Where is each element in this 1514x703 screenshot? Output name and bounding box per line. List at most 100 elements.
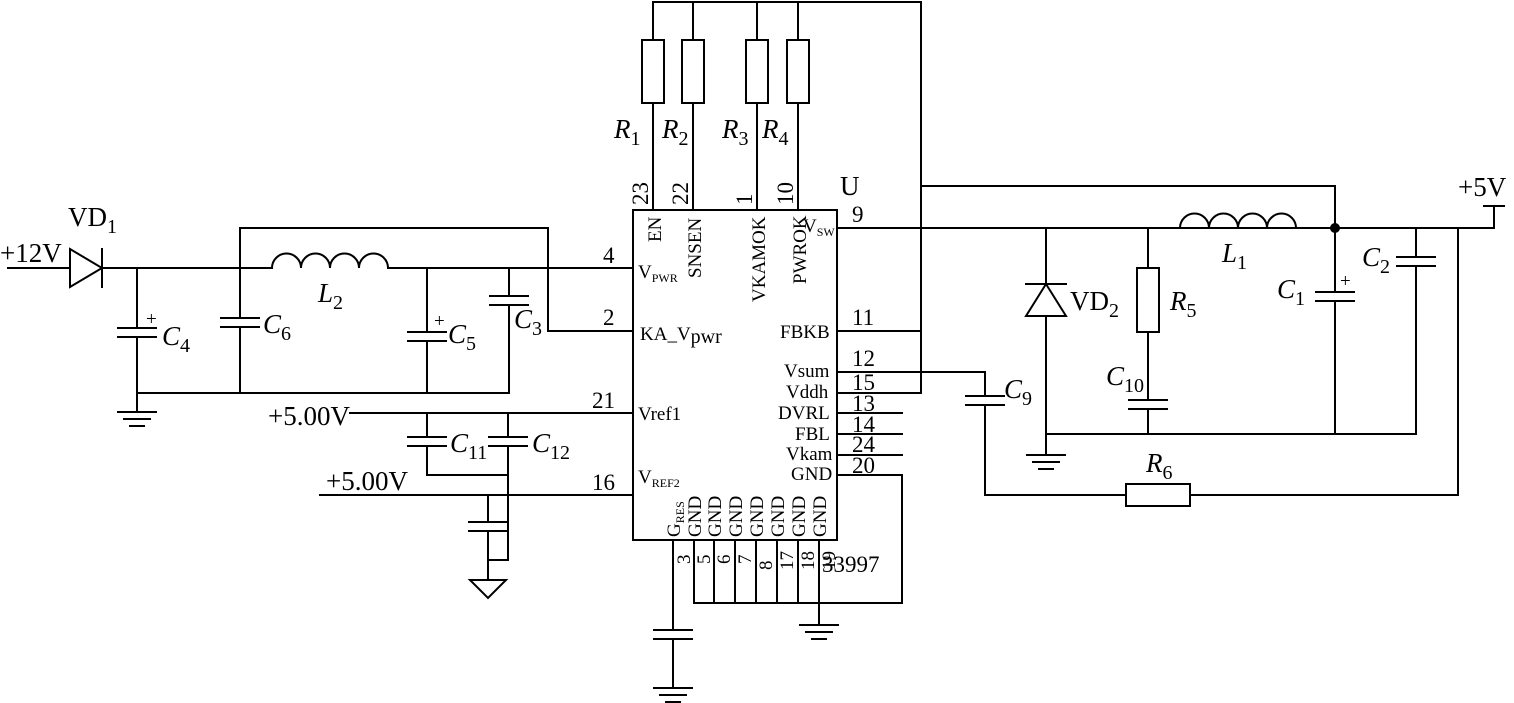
pin-name-kavpwr: KA_Vpwr: [640, 324, 722, 348]
pin-name-gnd7: GND: [726, 496, 747, 537]
resistor-r4: [786, 39, 810, 104]
chip-designator: U: [840, 171, 860, 201]
label-r1: R1: [613, 114, 641, 150]
pin-name-gnd18: GND: [789, 496, 810, 537]
label-r3: R3: [721, 114, 749, 150]
pin-num-gnd18: 18: [798, 551, 819, 570]
pin-name-vsum: Vsum: [784, 361, 830, 382]
pin-name-pwrok: PWROK: [790, 215, 811, 284]
label-r4: R4: [761, 114, 789, 150]
pin-name-fbkb: FBKB: [780, 322, 830, 343]
top-resistor-network: R1 R2 R3 R4: [613, 1, 922, 150]
polarity-c4: +: [146, 309, 157, 330]
pin-name-gnd20: GND: [791, 464, 832, 485]
chip-left-pins: 4 2 21 16 VPWR KA_Vpwr Vref1 VREF2: [319, 243, 722, 496]
feedback-rail: [920, 1, 1336, 394]
inductor-l1: [1178, 212, 1298, 230]
pin-name-gnd8: GND: [747, 496, 768, 537]
pin-name-vkamok: VKAMOK: [749, 216, 770, 302]
label-r6: R6: [1145, 448, 1173, 484]
pin-num-vpwr: 4: [603, 243, 615, 268]
pin-num-gres: 3: [674, 555, 695, 565]
label-c5: C5: [448, 319, 476, 355]
pin-name-gnd19: GND: [810, 496, 831, 537]
pin-name-en: EN: [645, 216, 666, 242]
chip-part-number: 33997: [822, 552, 880, 577]
pin-num-en: 23: [628, 182, 653, 205]
polarity-c5: +: [434, 311, 445, 332]
pin-name-gnd17: GND: [768, 496, 789, 537]
pin-name-gnd6: GND: [705, 496, 726, 537]
resistor-r6: [1125, 483, 1191, 507]
pin-name-vddh: Vddh: [786, 382, 829, 403]
pin-num-vddh: 15: [852, 370, 875, 395]
pin-num-fbkb: 11: [852, 305, 874, 330]
pin-num-gnd17: 17: [777, 551, 798, 570]
supply-ref2-label: +5.00V: [326, 466, 408, 496]
resistor-r5: [1136, 267, 1160, 333]
pin-name-gres: GRES: [664, 501, 687, 537]
label-r2: R2: [661, 114, 689, 150]
pin-num-kavpwr: 2: [603, 305, 615, 330]
pin-name-vref2: VREF2: [638, 467, 680, 490]
chip-bottom-pins: 3 5 6 7 8 17 18 19 GRES GND GND GND GND …: [664, 474, 903, 626]
pin-num-gnd6: 6: [714, 555, 735, 565]
pin-name-dvrl: DVRL: [778, 403, 830, 424]
pin-num-vsum: 12: [852, 346, 875, 371]
supply-12v-label: +12V: [0, 238, 62, 268]
label-c7: C9: [1004, 374, 1032, 410]
ground-left: [117, 392, 157, 427]
pin-num-snsen: 22: [668, 182, 693, 205]
label-c10: C12: [532, 428, 570, 464]
pin-num-gnd20: 20: [852, 453, 875, 478]
label-l2: L2: [317, 278, 343, 314]
diode-vd1: [69, 247, 104, 289]
label-c1: C1: [1277, 274, 1305, 310]
input-section: +12V VD1 + C4 C6 L2: [0, 202, 549, 427]
resistor-r3: [745, 39, 769, 104]
label-vd1: VD1: [68, 202, 117, 238]
label-c8: C10: [1106, 361, 1144, 397]
c12-section: [653, 619, 839, 703]
inductor-l2: [270, 252, 390, 270]
pin-num-vref2: 16: [592, 470, 615, 495]
label-c2: C2: [1362, 242, 1390, 278]
output-section: VD2 R5 C10 L1 + C1 C2: [920, 172, 1507, 507]
label-c9: C11: [450, 428, 487, 464]
label-r5: R5: [1169, 286, 1197, 322]
pin-num-dvrl: 13: [852, 391, 875, 416]
chip-top-pins: 23 22 1 10 EN SNSEN VKAMOK PWROK: [628, 107, 811, 302]
label-c3: C3: [514, 304, 542, 340]
pin-name-vkam: Vkam: [786, 444, 833, 465]
ground-triangle: [467, 579, 509, 600]
resistor-r1: [641, 39, 665, 104]
chip-right-pins: 9 11 12 15 13 14 24 20 VSW FBKB Vsum Vdd…: [778, 202, 1336, 485]
pin-num-vref1: 21: [592, 388, 615, 413]
supply-5v-label: +5V: [1458, 172, 1507, 202]
pin-num-vsw: 9: [852, 202, 864, 227]
pin-num-fbl: 14: [852, 412, 876, 437]
supply-ref1-label: +5.00V: [268, 401, 350, 431]
pin-name-fbl: FBL: [795, 424, 830, 445]
label-c6: C6: [263, 309, 291, 345]
pin-num-gnd8: 8: [756, 561, 777, 571]
label-c4: C4: [162, 321, 190, 357]
pin-name-vref1: Vref1: [638, 404, 681, 425]
pin-num-gnd19: 19: [819, 551, 840, 570]
pin-num-vkam: 24: [852, 432, 876, 457]
pin-num-gnd7: 7: [735, 555, 756, 565]
pin-name-vsw: VSW: [803, 216, 835, 239]
label-l1: L1: [1221, 238, 1247, 274]
pin-num-vkamok: 1: [732, 194, 757, 206]
pin-num-gnd5: 5: [694, 555, 715, 565]
pin-name-snsen: SNSEN: [685, 218, 706, 278]
pin-name-gnd5: GND: [685, 496, 706, 537]
pin-num-pwrok: 10: [773, 182, 798, 205]
resistor-r2: [681, 39, 705, 104]
diode-vd2: [1024, 282, 1068, 317]
polarity-c1: +: [1340, 271, 1351, 292]
pin-name-vpwr: VPWR: [638, 262, 678, 285]
reference-section: +5.00V +5.00V C11 C12: [268, 401, 570, 600]
label-vd2: VD2: [1070, 286, 1119, 322]
